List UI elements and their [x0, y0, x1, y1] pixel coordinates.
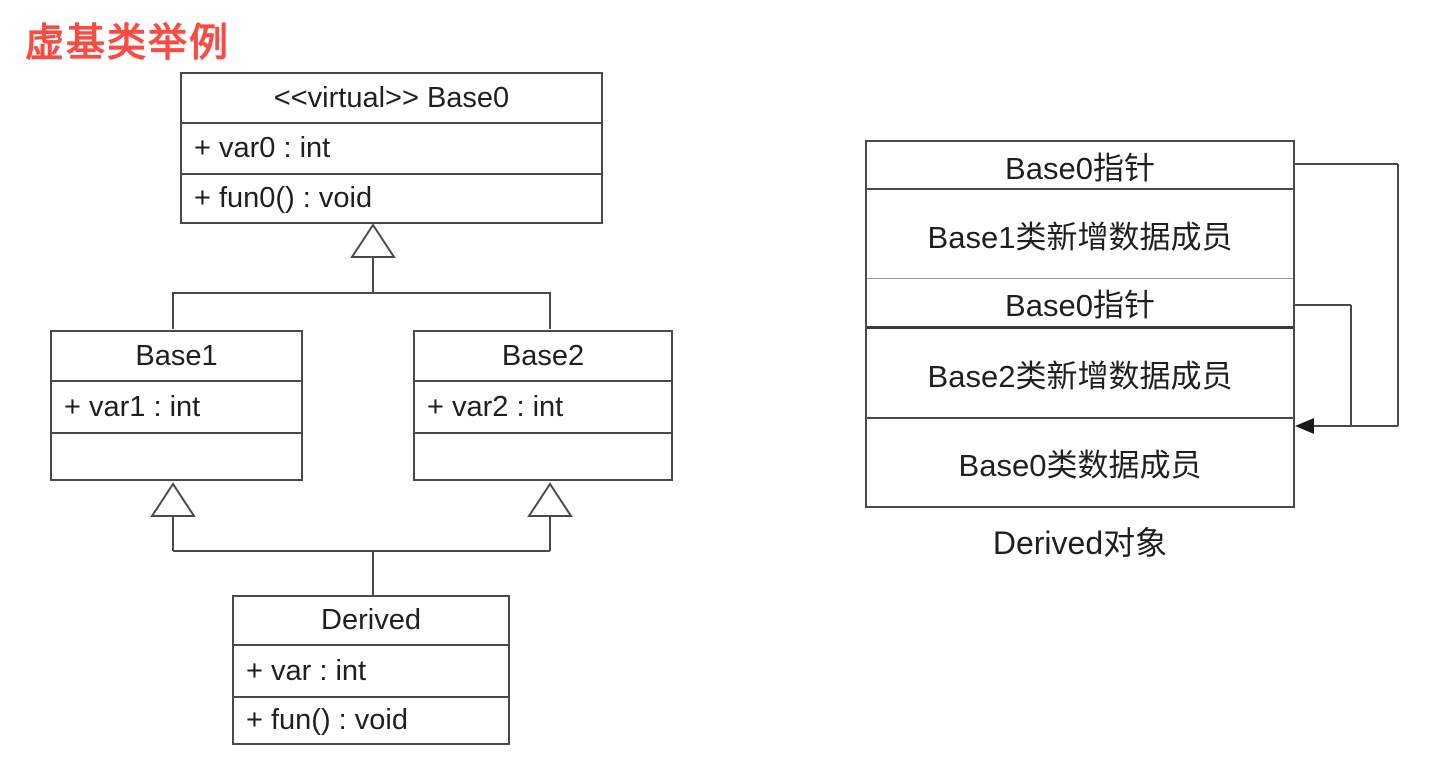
class-box-derived: Derived + var : int + fun() : void: [232, 595, 510, 745]
class-box-base2: Base2 + var2 : int: [413, 330, 673, 481]
memory-layout-caption: Derived对象: [992, 525, 1168, 561]
memory-layout-box: Base0指针 Base1类新增数据成员 Base0指针 Base2类新增数据成…: [865, 140, 1295, 508]
class-method-empty: [415, 434, 671, 479]
inheritance-triangle-icon: [350, 223, 396, 258]
class-attribute: + var1 : int: [52, 382, 301, 434]
memory-row-base1-members: Base1类新增数据成员: [867, 190, 1293, 279]
class-method-empty: [52, 434, 301, 479]
class-method: + fun() : void: [246, 704, 408, 736]
memory-row-base0-pointer-1: Base0指针: [867, 142, 1293, 190]
memory-row-base0-members: Base0类数据成员: [958, 448, 1202, 483]
page-title: 虚基类举例: [25, 22, 231, 65]
class-title: <<virtual>> Base0: [182, 74, 601, 124]
class-attribute: + var2 : int: [415, 382, 671, 434]
inheritance-triangle-icon: [527, 482, 573, 517]
class-title: Base2: [415, 332, 671, 382]
class-title: Derived: [234, 597, 508, 646]
inheritance-triangle-icon: [150, 482, 196, 517]
class-title: Base1: [52, 332, 301, 382]
memory-row-base2-members: Base2类新增数据成员: [867, 329, 1293, 419]
pointer-arrowhead-icon: [1295, 418, 1314, 434]
memory-row-base0-pointer-2: Base0指针: [867, 279, 1293, 329]
class-method: + fun0() : void: [194, 182, 373, 214]
class-attribute: + var : int: [234, 646, 508, 698]
class-box-base1: Base1 + var1 : int: [50, 330, 303, 481]
class-box-base0: <<virtual>> Base0 + var0 : int + fun0() …: [180, 72, 603, 224]
class-attribute: + var0 : int: [182, 124, 601, 175]
